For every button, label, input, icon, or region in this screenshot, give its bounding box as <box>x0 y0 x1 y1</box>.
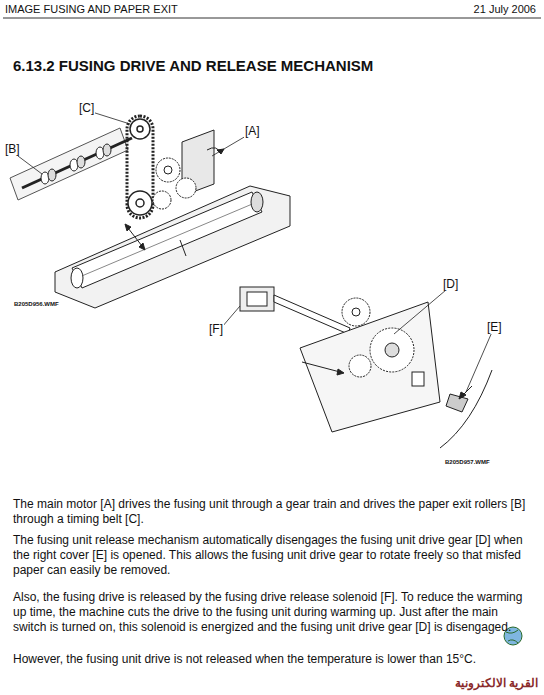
callout-letter: [C] <box>78 101 95 115</box>
fusing-unit <box>251 192 263 212</box>
right-cover <box>440 370 492 448</box>
drive-frame <box>352 308 360 316</box>
body-paragraph: However, the fusing unit drive is not re… <box>13 652 513 667</box>
leader-lines <box>222 306 240 327</box>
drive-frame <box>349 355 371 377</box>
fusing-unit <box>139 243 145 250</box>
leader-lines <box>466 332 492 392</box>
right-cover <box>459 392 466 399</box>
exit-roller-frame <box>10 128 128 200</box>
callout-letter: [B] <box>4 142 21 156</box>
exit-roller-frame <box>10 128 128 200</box>
body-paragraph: The main motor [A] drives the fusing uni… <box>13 497 531 527</box>
timing-belt <box>127 116 153 218</box>
timing-belt <box>137 126 143 132</box>
callout-letter: [E] <box>486 320 503 334</box>
release-solenoid <box>247 292 267 306</box>
fusing-unit <box>125 224 131 231</box>
fusing-unit <box>71 268 83 288</box>
paper-exit-rollers <box>77 156 85 168</box>
callout-letter: [D] <box>442 277 459 291</box>
callout-letter: [A] <box>244 124 261 138</box>
leader-lines <box>92 112 130 124</box>
body-paragraph: The fusing unit release mechanism automa… <box>13 533 531 578</box>
main-motor <box>176 178 196 198</box>
release-solenoid <box>240 287 274 311</box>
body-paragraph: Also, the fusing drive is released by th… <box>13 590 531 635</box>
drive-frame <box>370 328 414 372</box>
fusing-unit <box>180 240 186 256</box>
figure-file-name: B205D957.WMF <box>445 459 490 466</box>
callout-letter: [F] <box>208 322 224 336</box>
section-title: 6.13.2 FUSING DRIVE AND RELEASE MECHANIS… <box>13 57 373 75</box>
header-rule <box>3 18 541 19</box>
drive-frame <box>302 362 340 372</box>
main-motor <box>153 130 224 209</box>
paper-exit-rollers <box>103 144 111 156</box>
timing-belt <box>130 119 150 139</box>
paper-exit-rollers <box>22 138 132 188</box>
right-cover <box>440 370 492 448</box>
leader-lines <box>212 136 246 156</box>
drive-frame <box>337 369 344 375</box>
main-motor <box>153 191 171 209</box>
watermark: القرية الالكترونية <box>455 676 538 690</box>
drive-frame <box>300 298 440 432</box>
release-solenoid <box>240 287 350 334</box>
drive-frame <box>342 298 370 326</box>
timing-belt <box>128 191 152 215</box>
drive-frame <box>412 372 424 386</box>
timing-belt <box>127 116 153 218</box>
paper-exit-rollers <box>22 138 132 188</box>
fusing-unit <box>77 202 257 278</box>
paper-exit-rollers <box>48 169 56 181</box>
page-date: 21 July 2006 <box>474 3 536 16</box>
header-rule <box>3 18 541 19</box>
timing-belt <box>136 199 144 207</box>
leader-lines <box>18 156 42 174</box>
right-cover <box>446 394 468 412</box>
page-header: IMAGE FUSING AND PAPER EXIT <box>5 3 178 16</box>
leader-lines <box>394 290 446 334</box>
release-solenoid <box>274 295 350 334</box>
main-motor <box>164 166 172 174</box>
drive-frame <box>300 302 440 432</box>
leader-lines <box>18 112 492 392</box>
fusing-unit <box>72 192 262 288</box>
figure-file-name: B205D956.WMF <box>14 301 59 308</box>
drive-frame <box>385 343 399 357</box>
fusing-unit <box>128 228 142 246</box>
main-motor <box>156 158 180 182</box>
